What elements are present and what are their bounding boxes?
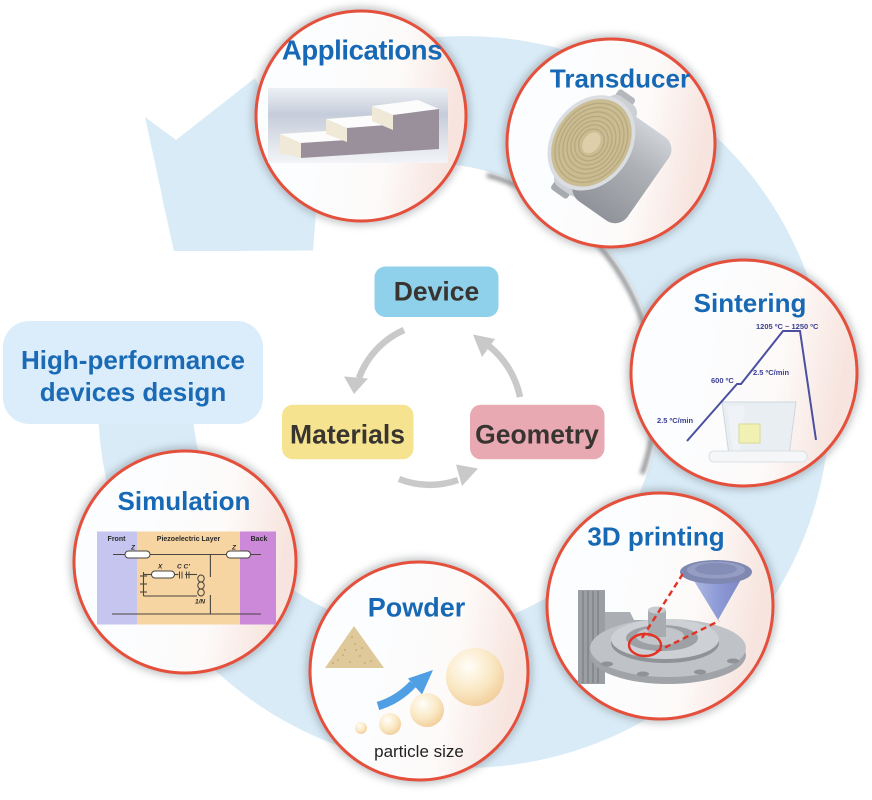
svg-text:Geometry: Geometry [475,420,599,450]
svg-text:Z: Z [130,545,136,552]
svg-text:Transducer: Transducer [550,64,690,94]
svg-text:High-performance: High-performance [21,345,245,375]
svg-text:devices design: devices design [40,377,226,407]
svg-text:Front: Front [108,536,127,543]
svg-text:2.5 ºC/min: 2.5 ºC/min [753,368,790,377]
svg-text:2.5 ºC/min: 2.5 ºC/min [657,416,694,425]
svg-text:3D printing: 3D printing [587,522,724,552]
svg-text:Powder: Powder [368,593,466,623]
svg-text:particle size: particle size [374,742,464,761]
svg-text:Device: Device [394,277,479,307]
svg-text:Applications: Applications [282,35,442,66]
svg-text:Piezoelectric Layer: Piezoelectric Layer [157,536,221,543]
svg-text:Z: Z [231,545,237,552]
svg-text:600 ºC: 600 ºC [711,376,734,385]
svg-text:Materials: Materials [290,420,405,450]
svg-text:C C': C C' [177,564,190,571]
svg-text:1205 ºC ~ 1250 ºC: 1205 ºC ~ 1250 ºC [756,322,819,331]
svg-text:Sintering: Sintering [694,288,807,318]
svg-text:1/N: 1/N [195,599,205,606]
svg-text:X: X [157,564,163,571]
svg-text:Back: Back [251,536,268,543]
svg-text:Simulation: Simulation [118,486,251,516]
